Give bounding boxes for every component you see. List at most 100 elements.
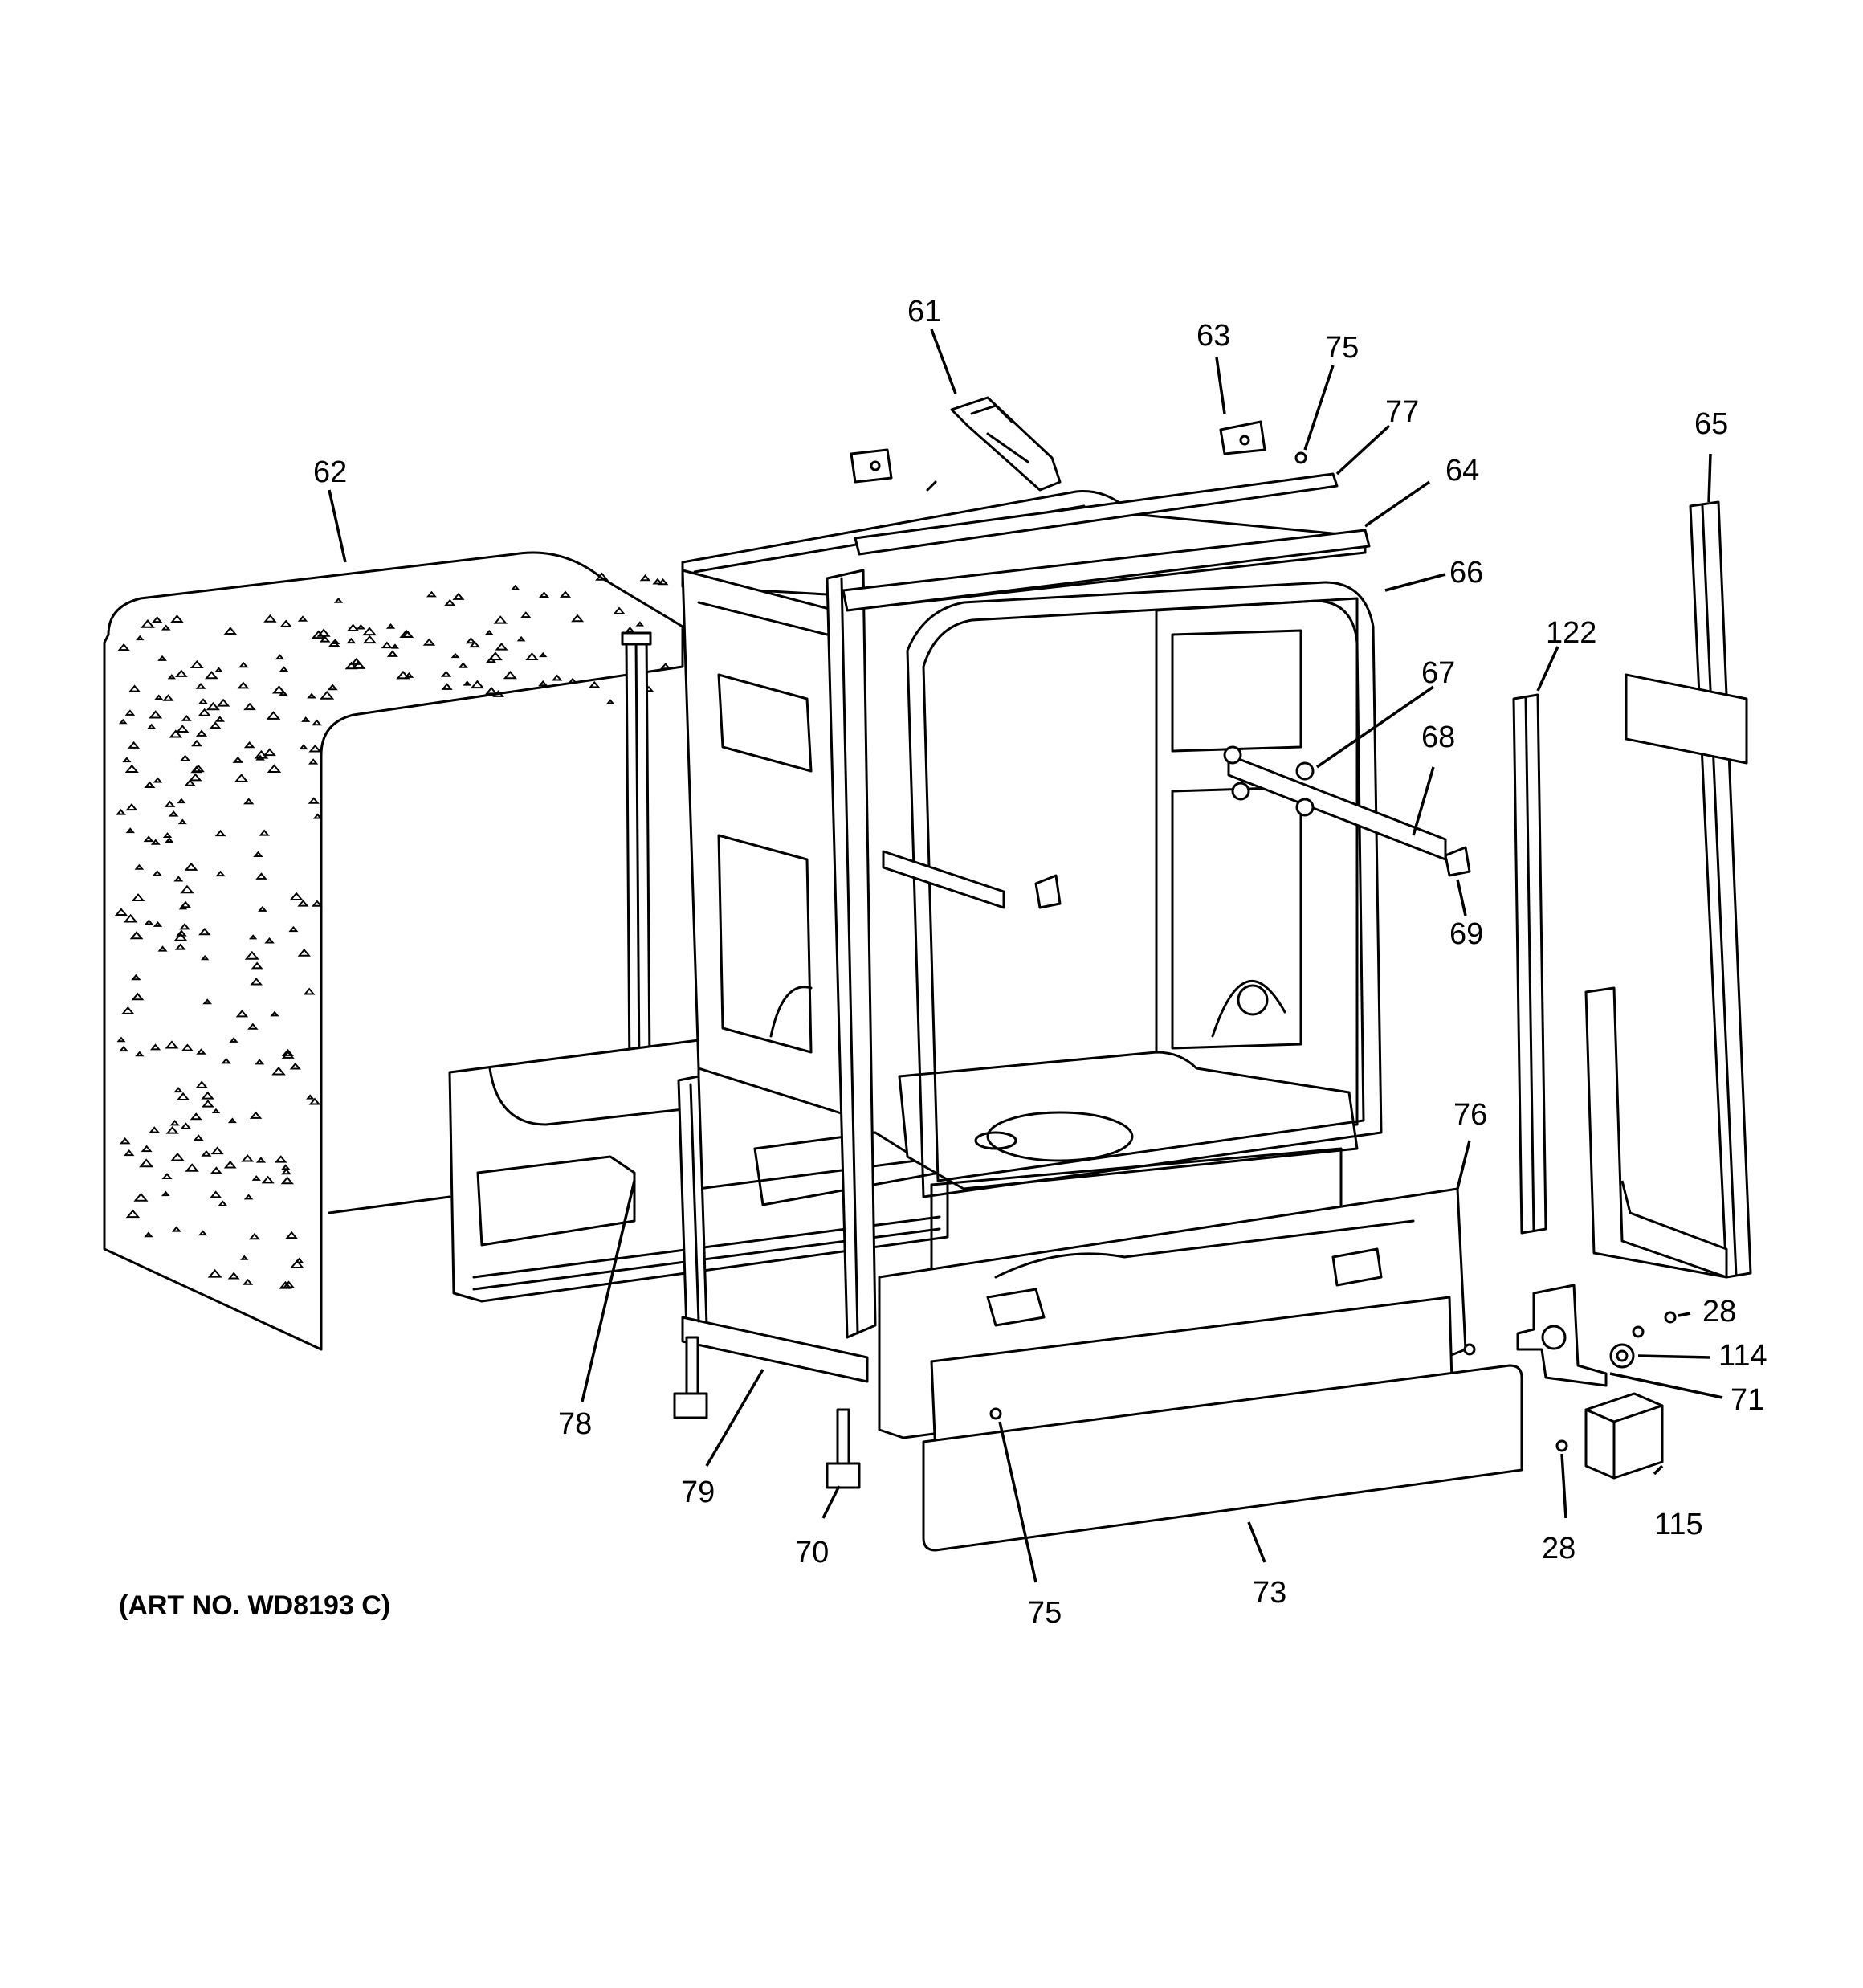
insulation-speck: [551, 674, 563, 681]
insulation-speck: [356, 623, 365, 630]
callout-73: 73: [1253, 1576, 1286, 1610]
insulation-speck: [169, 729, 183, 738]
insulation-speck: [210, 1146, 224, 1155]
insulation-speck: [139, 1158, 154, 1168]
insulation-speck: [118, 718, 128, 725]
insulation-speck: [316, 628, 331, 637]
insulation-speck: [250, 978, 263, 986]
insulation-speck: [243, 702, 256, 711]
insulation-speck: [157, 945, 168, 952]
insulation-speck: [301, 716, 311, 722]
insulation-speck: [297, 900, 309, 907]
insulation-speck: [152, 616, 163, 623]
part-75-screw-bottom: [989, 1343, 1476, 1420]
part-115-junction-box: [1584, 1392, 1664, 1480]
insulation-speck: [150, 839, 161, 845]
insulation-speck: [386, 650, 398, 657]
insulation-speck: [289, 892, 304, 901]
insulation-speck: [311, 630, 326, 639]
insulation-speck: [134, 863, 145, 870]
insulation-speck: [218, 1200, 228, 1206]
insulation-speck: [659, 663, 671, 670]
callout-75-bottom: 75: [1028, 1596, 1062, 1630]
insulation-speck: [452, 592, 465, 600]
insulation-speck: [153, 921, 163, 927]
insulation-speck: [165, 1040, 179, 1049]
callout-71: 71: [1731, 1383, 1764, 1417]
insulation-speck: [195, 683, 206, 689]
insulation-speck: [174, 669, 188, 677]
insulation-speck: [312, 813, 323, 819]
insulation-speck: [308, 1097, 321, 1105]
insulation-speck: [191, 739, 202, 747]
insulation-speck: [176, 1092, 190, 1100]
insulation-speck: [116, 1036, 126, 1043]
insulation-speck: [503, 670, 517, 680]
insulation-speck: [210, 1166, 222, 1174]
insulation-speck: [144, 1231, 153, 1238]
insulation-speck: [362, 627, 377, 636]
insulation-speck: [422, 638, 436, 646]
insulation-speck: [635, 621, 645, 627]
insulation-speck: [307, 692, 316, 699]
insulation-speck: [195, 729, 208, 737]
insulation-speck: [274, 1155, 287, 1163]
insulation-speck: [136, 635, 145, 641]
insulation-speck: [177, 798, 186, 804]
insulation-speck: [122, 757, 132, 763]
insulation-speck: [441, 683, 453, 690]
insulation-speck: [181, 1043, 194, 1051]
insulation-speck: [568, 677, 577, 684]
insulation-speck: [154, 694, 164, 700]
insulation-speck: [180, 1122, 192, 1129]
insulation-speck: [223, 1160, 237, 1169]
insulation-speck: [333, 597, 344, 603]
insulation-speck: [146, 723, 157, 729]
part-62-outer-wrap: [103, 551, 684, 1351]
insulation-speck: [165, 837, 174, 843]
insulation-speck: [201, 1091, 214, 1100]
insulation-speck: [520, 611, 532, 618]
insulation-speck: [289, 1259, 304, 1268]
insulation-speck: [190, 1112, 202, 1121]
insulation-speck: [202, 998, 213, 1005]
insulation-speck: [308, 744, 322, 753]
insulation-speck: [511, 584, 520, 590]
insulation-speck: [525, 652, 539, 660]
insulation-speck: [362, 635, 377, 644]
insulation-speck: [253, 851, 263, 857]
callout-115: 115: [1654, 1508, 1703, 1541]
insulation-speck: [237, 681, 250, 689]
insulation-speck: [196, 1048, 206, 1055]
insulation-speck: [144, 919, 154, 925]
insulation-speck: [248, 934, 258, 940]
insulation-texture: [114, 572, 671, 1289]
insulation-speck: [493, 615, 508, 624]
insulation-speck: [123, 1149, 135, 1157]
insulation-speck: [190, 659, 204, 669]
insulation-speck: [184, 779, 196, 786]
insulation-speck: [214, 667, 223, 672]
callout-61: 61: [907, 295, 941, 329]
insulation-speck: [180, 884, 194, 894]
insulation-speck: [149, 1043, 161, 1051]
insulation-speck: [258, 905, 267, 912]
insulation-speck: [123, 913, 138, 923]
insulation-speck: [131, 893, 145, 902]
insulation-speck: [135, 1051, 145, 1057]
insulation-speck: [173, 1087, 183, 1093]
insulation-speck: [247, 1023, 259, 1030]
callout-70: 70: [795, 1536, 829, 1570]
insulation-speck: [251, 1175, 261, 1181]
insulation-speck: [229, 1037, 238, 1043]
insulation-speck: [124, 709, 136, 716]
insulation-speck: [131, 974, 141, 981]
insulation-speck: [243, 1278, 254, 1285]
insulation-speck: [281, 1048, 294, 1056]
tub: [681, 490, 1383, 1271]
insulation-speck: [280, 1168, 291, 1175]
insulation-speck: [285, 1231, 298, 1239]
insulation-speck: [116, 809, 126, 815]
insulation-speck: [210, 1190, 222, 1198]
insulation-speck: [214, 829, 226, 837]
